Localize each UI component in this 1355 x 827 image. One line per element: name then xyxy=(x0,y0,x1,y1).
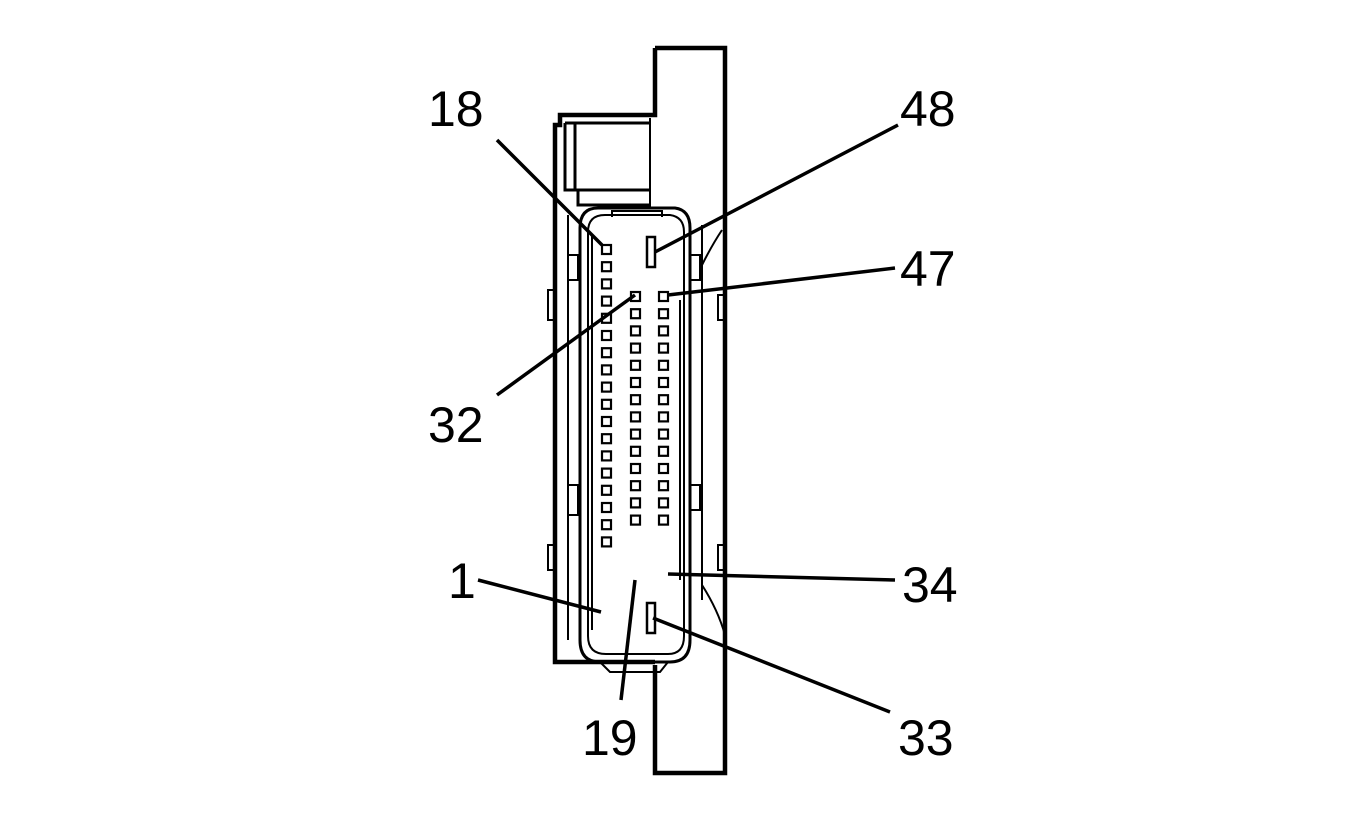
key-slot-top xyxy=(645,235,657,269)
label-pin-34: 34 xyxy=(902,557,958,613)
left-rail-bump-top xyxy=(547,289,555,321)
pin-cavity-inner-7 xyxy=(657,394,670,406)
pin-cavity-inner-10 xyxy=(657,445,670,457)
label-pin-47: 47 xyxy=(900,241,956,297)
label-pin-1: 1 xyxy=(448,553,476,609)
pin-cavity-inner-8 xyxy=(657,411,670,423)
label-pin-48: 48 xyxy=(900,81,956,137)
pin-cavity-outer-4 xyxy=(600,295,613,307)
pin-cavity-middle-11 xyxy=(629,462,642,475)
label-pin-18: 18 xyxy=(428,81,484,137)
pin-cavity-outer-1 xyxy=(600,243,613,256)
pin-cavity-inner-12 xyxy=(657,480,670,492)
pin-cavity-inner-3 xyxy=(657,325,670,337)
pin-cavity-outer-12 xyxy=(600,433,613,445)
pin-cavity-middle-2 xyxy=(629,308,642,320)
pin-cavity-outer-9 xyxy=(600,381,613,393)
pin-cavity-outer-18 xyxy=(600,536,613,548)
right-rail-bottom-curve xyxy=(701,584,726,636)
leader-1 xyxy=(477,578,602,614)
housing-key-top xyxy=(611,210,663,217)
pin-cavity-middle-6 xyxy=(629,376,642,389)
left-rail-tab-mid xyxy=(568,484,579,516)
right-rail-tab-top xyxy=(690,254,701,281)
leader-34 xyxy=(667,572,896,582)
pin-cavity-middle-10 xyxy=(629,445,642,457)
pin-cavity-middle-12 xyxy=(629,480,642,492)
pin-cavity-outer-11 xyxy=(600,415,613,428)
pin-cavity-outer-15 xyxy=(600,484,613,496)
pin-cavity-outer-13 xyxy=(600,450,613,462)
label-pin-19: 19 xyxy=(582,710,638,766)
pin-cavity-outer-10 xyxy=(600,398,613,410)
pin-cavity-middle-5 xyxy=(629,359,642,371)
pin-cavity-inner-14 xyxy=(657,514,670,526)
pin-cavity-middle-7 xyxy=(629,394,642,406)
right-rail-bump-top xyxy=(717,294,725,321)
leader-18 xyxy=(495,138,604,247)
pin-cavity-outer-17 xyxy=(600,519,613,531)
pin-cavity-outer-16 xyxy=(600,501,613,514)
latch-block xyxy=(563,121,650,207)
pin-cavity-outer-2 xyxy=(600,261,613,273)
pin-cavity-outer-14 xyxy=(600,467,613,479)
pin-cavity-middle-13 xyxy=(629,497,642,509)
pin-cavity-inner-2 xyxy=(657,308,670,320)
pin-cavity-inner-13 xyxy=(657,497,670,509)
pin-cavity-middle-8 xyxy=(629,411,642,423)
leader-48 xyxy=(654,123,899,254)
right-rail-tab-mid xyxy=(690,484,701,511)
pin-cavity-inner-1 xyxy=(657,290,670,303)
pin-cavity-outer-6 xyxy=(600,329,613,342)
pin-cavity-inner-6 xyxy=(657,376,670,389)
leader-19 xyxy=(619,579,637,701)
pin-cavity-middle-3 xyxy=(629,325,642,337)
housing-key-bottom xyxy=(599,661,669,673)
connector-housing-outer xyxy=(578,206,692,664)
pin-cavity-outer-7 xyxy=(600,347,613,359)
label-pin-33: 33 xyxy=(898,710,954,766)
leader-33 xyxy=(652,616,891,714)
pin-cavity-inner-5 xyxy=(657,359,670,371)
pin-cavity-middle-14 xyxy=(629,514,642,526)
pin-cavity-outer-3 xyxy=(600,278,613,290)
pin-cavity-outer-8 xyxy=(600,364,613,376)
pin-cavity-inner-4 xyxy=(657,342,670,354)
leader-32 xyxy=(495,293,637,397)
pin-cavity-middle-9 xyxy=(629,428,642,440)
label-pin-32: 32 xyxy=(428,397,484,453)
pin-cavity-inner-11 xyxy=(657,462,670,475)
right-rail-top-curve xyxy=(701,229,723,266)
right-rail-bump-bottom xyxy=(717,544,725,571)
left-rail-tab-top xyxy=(568,254,579,281)
pin-cavity-middle-4 xyxy=(629,342,642,354)
pin-cavity-inner-9 xyxy=(657,428,670,440)
mounting-plate xyxy=(552,45,728,776)
pin-grid xyxy=(600,243,670,548)
leader-47 xyxy=(667,266,896,297)
left-rail-bump-bottom xyxy=(547,544,555,571)
connector-housing-inner xyxy=(587,214,685,655)
